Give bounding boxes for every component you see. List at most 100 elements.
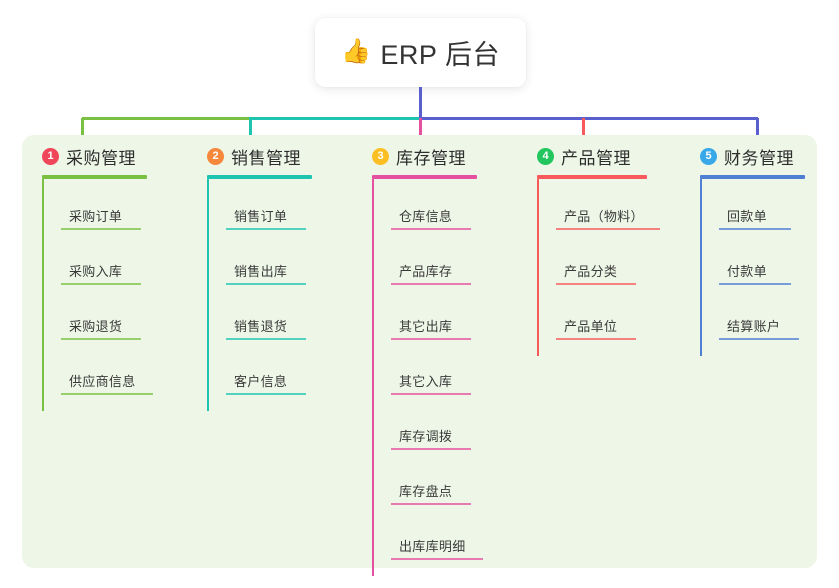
list-item-label: 产品（物料）	[564, 209, 644, 224]
column-items: 采购订单采购入库采购退货供应商信息	[42, 179, 153, 411]
list-item[interactable]: 供应商信息	[61, 344, 153, 399]
column-header-rule	[537, 175, 647, 179]
list-item[interactable]: 采购退货	[61, 289, 147, 344]
column-items: 仓库信息产品库存其它出库其它入库库存调拨库存盘点出库库明细	[372, 179, 483, 576]
thumbs-up-icon: 👍	[341, 37, 372, 65]
list-item[interactable]: 其它出库	[391, 289, 477, 344]
list-item-rule	[391, 393, 471, 395]
list-item[interactable]: 产品分类	[556, 234, 647, 289]
list-item-label: 客户信息	[234, 374, 288, 389]
column-title: 销售管理	[231, 148, 301, 168]
list-item-label: 采购订单	[69, 209, 123, 224]
column-title: 产品管理	[561, 148, 631, 168]
root-node-title: ERP 后台	[380, 40, 500, 70]
column-title: 采购管理	[66, 148, 136, 168]
column-title: 库存管理	[396, 148, 466, 168]
root-node[interactable]: 👍 ERP 后台	[315, 18, 526, 87]
column-index-badge: 3	[372, 147, 389, 165]
column-product-management: 4 产品管理产品（物料） 产品分类产品单位	[537, 143, 660, 356]
list-item-label: 销售退货	[234, 319, 288, 334]
column-items: 产品（物料） 产品分类产品单位	[537, 179, 660, 356]
list-item[interactable]: 销售出库	[226, 234, 312, 289]
column-purchase-management: 1 采购管理采购订单采购入库采购退货供应商信息	[42, 143, 153, 411]
column-index-badge: 2	[207, 147, 224, 165]
list-item[interactable]: 库存调拨	[391, 399, 477, 454]
list-item-rule	[719, 338, 799, 340]
column-inventory-management: 3 库存管理仓库信息产品库存其它出库其它入库库存调拨库存盘点出库库明细	[372, 143, 483, 576]
column-index-badge: 4	[537, 147, 554, 165]
list-item[interactable]: 付款单	[719, 234, 805, 289]
column-header-rule	[207, 175, 312, 179]
column-header-sales-management[interactable]: 2 销售管理	[207, 143, 312, 169]
list-item-rule	[391, 448, 471, 450]
list-item[interactable]: 采购订单	[61, 179, 147, 234]
list-item-rule	[61, 283, 141, 285]
list-item-rule	[391, 503, 471, 505]
list-item-label: 产品库存	[399, 264, 453, 279]
list-item-rule	[391, 338, 471, 340]
column-header-rule	[372, 175, 477, 179]
list-item-rule	[719, 283, 791, 285]
list-item-label: 采购入库	[69, 264, 123, 279]
list-item-rule	[226, 228, 306, 230]
column-header-inventory-management[interactable]: 3 库存管理	[372, 143, 477, 169]
list-item-label: 仓库信息	[399, 209, 453, 224]
column-header-product-management[interactable]: 4 产品管理	[537, 143, 647, 169]
list-item-label: 库存盘点	[399, 484, 453, 499]
list-item-label: 付款单	[727, 264, 767, 279]
list-item-rule	[556, 228, 660, 230]
list-item[interactable]: 产品库存	[391, 234, 477, 289]
list-item[interactable]: 仓库信息	[391, 179, 477, 234]
list-item[interactable]: 销售退货	[226, 289, 312, 344]
list-item-label: 采购退货	[69, 319, 123, 334]
list-item-rule	[556, 338, 636, 340]
list-item-rule	[556, 283, 636, 285]
list-item-rule	[391, 228, 471, 230]
list-item-rule	[61, 393, 153, 395]
diagram-panel	[22, 135, 817, 568]
list-item-rule	[719, 228, 791, 230]
list-item[interactable]: 客户信息	[226, 344, 312, 399]
list-item-label: 销售订单	[234, 209, 288, 224]
list-item-label: 结算账户	[727, 319, 781, 334]
list-item[interactable]: 采购入库	[61, 234, 147, 289]
list-item-label: 产品分类	[564, 264, 618, 279]
column-spine	[207, 179, 209, 411]
column-header-rule	[42, 175, 147, 179]
list-item[interactable]: 库存盘点	[391, 454, 477, 509]
list-item[interactable]: 销售订单	[226, 179, 312, 234]
list-item-rule	[226, 393, 306, 395]
list-item-label: 其它出库	[399, 319, 453, 334]
list-item-label: 供应商信息	[69, 374, 136, 389]
column-spine	[537, 179, 539, 356]
list-item[interactable]: 回款单	[719, 179, 805, 234]
column-spine	[42, 179, 44, 411]
list-item[interactable]: 产品单位	[556, 289, 647, 344]
list-item-label: 库存调拨	[399, 429, 453, 444]
list-item-rule	[61, 228, 141, 230]
column-index-badge: 5	[700, 147, 717, 165]
column-header-purchase-management[interactable]: 1 采购管理	[42, 143, 147, 169]
column-items: 回款单付款单结算账户	[700, 179, 805, 356]
column-spine	[700, 179, 702, 356]
list-item-rule	[61, 338, 141, 340]
root-node-label: 👍 ERP 后台	[341, 33, 500, 72]
list-item-rule	[391, 283, 471, 285]
list-item-rule	[226, 338, 306, 340]
list-item-rule	[226, 283, 306, 285]
list-item-label: 产品单位	[564, 319, 618, 334]
column-spine	[372, 179, 374, 576]
column-items: 销售订单销售出库销售退货客户信息	[207, 179, 312, 411]
list-item[interactable]: 其它入库	[391, 344, 477, 399]
list-item-label: 回款单	[727, 209, 767, 224]
list-item-rule	[391, 558, 483, 560]
list-item[interactable]: 出库库明细	[391, 509, 483, 564]
column-sales-management: 2 销售管理销售订单销售出库销售退货客户信息	[207, 143, 312, 411]
list-item[interactable]: 结算账户	[719, 289, 805, 344]
list-item[interactable]: 产品（物料）	[556, 179, 660, 234]
list-item-label: 出库库明细	[399, 539, 466, 554]
list-item-label: 其它入库	[399, 374, 453, 389]
column-index-badge: 1	[42, 147, 59, 165]
